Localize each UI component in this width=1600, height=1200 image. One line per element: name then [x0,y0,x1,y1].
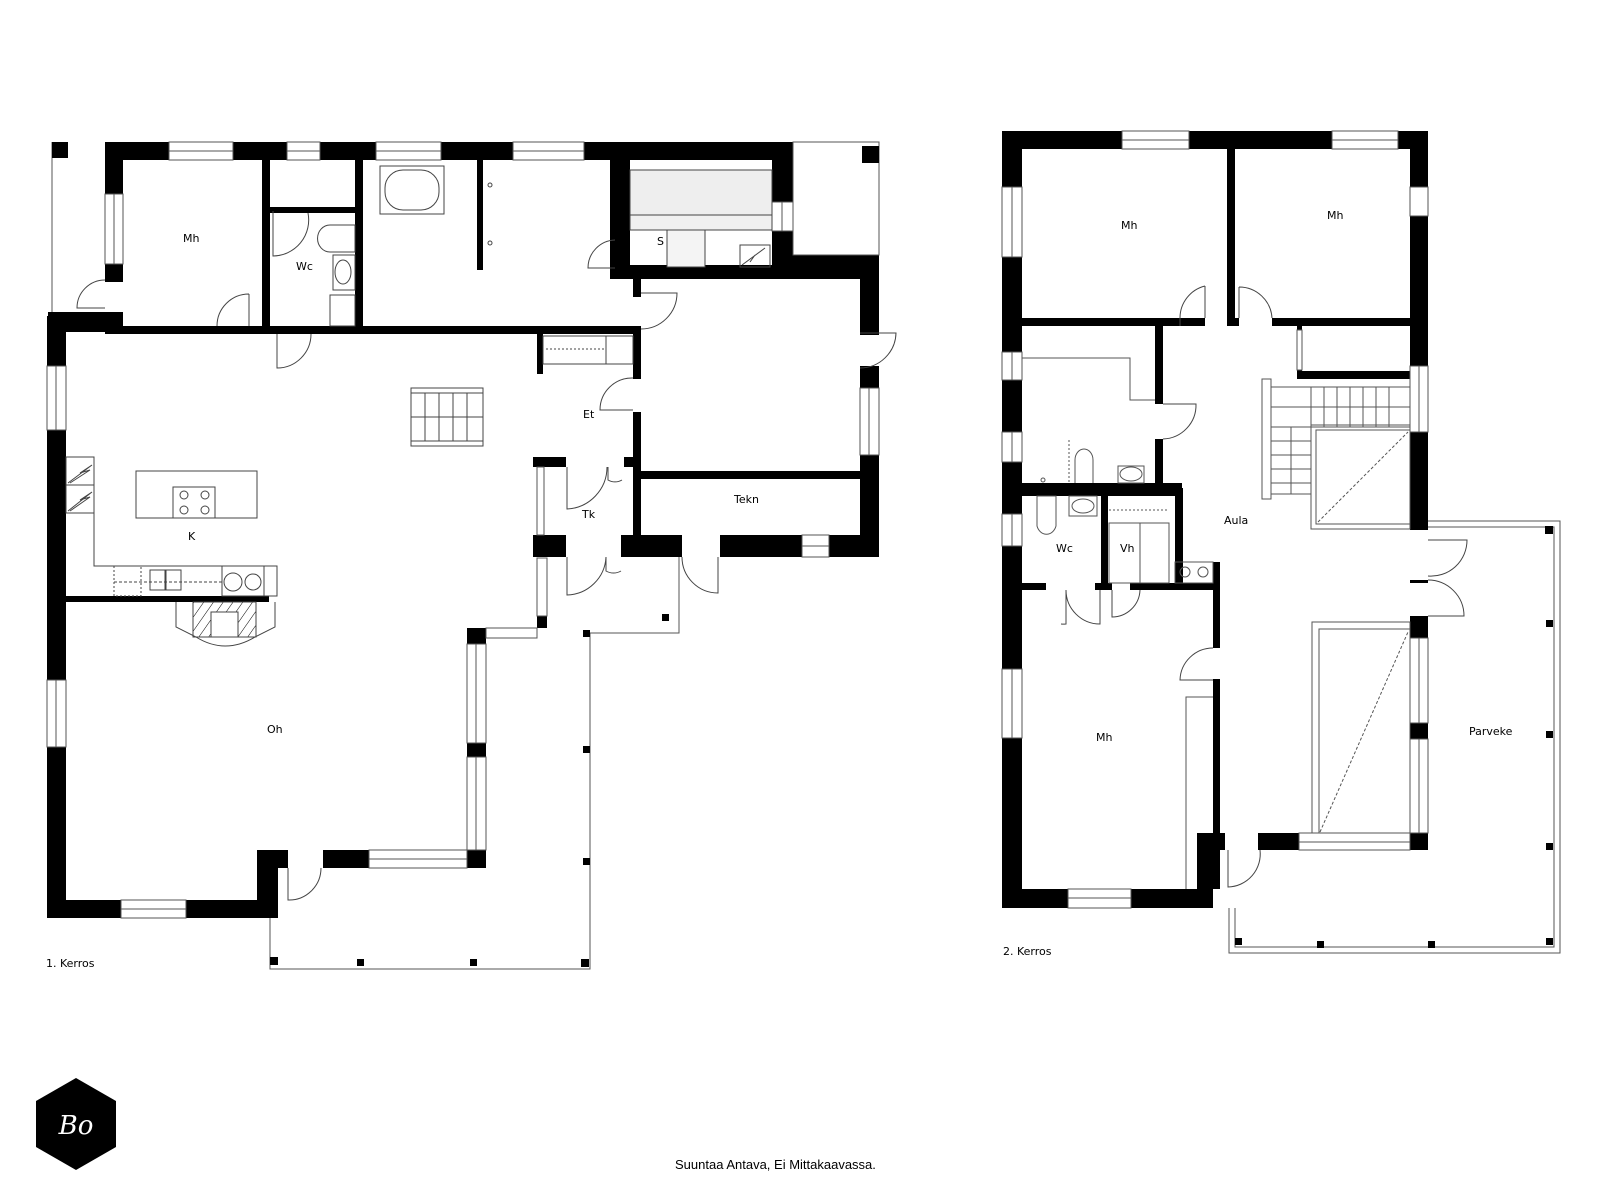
room-label-mh-1: Mh [1121,219,1137,232]
doors-floor-1 [76,211,897,901]
balcony-floor-2 [1228,520,1561,954]
floor-1-label: 1. Kerros [46,957,95,970]
fixtures-floor-2 [1022,357,1411,889]
room-label-aula: Aula [1224,514,1248,527]
porch-left [51,142,105,317]
terrace-floor-1 [269,557,680,970]
walls-floor-2 [1002,131,1428,908]
brand-logo: Bo [36,1078,116,1170]
walls-floor-1 [47,142,879,918]
room-label-mh-2: Mh [1327,209,1343,222]
room-label-mh: Mh [183,232,199,245]
room-label-vh: Vh [1120,542,1135,555]
room-label-parveke: Parveke [1469,725,1513,738]
floor-2-plan: Mh Mh Wc Vh Aula Mh Parveke 2. Kerros [1001,130,1561,958]
room-label-mh-3: Mh [1096,731,1112,744]
logo-text: Bo [58,1111,94,1141]
room-label-s: S [657,235,664,248]
room-label-oh: Oh [267,723,283,736]
floor-1-plan: Mh Wc S Et K Tk Tekn Oh 1. Kerros [46,141,897,970]
room-label-wc: Wc [296,260,313,273]
floor-2-label: 2. Kerros [1003,945,1052,958]
room-label-et: Et [583,408,595,421]
windows-floor-2 [1001,130,1429,909]
terrace-top-right [792,141,880,256]
windows-floor-1 [46,141,880,919]
room-label-tekn: Tekn [733,493,759,506]
room-label-k: K [188,530,196,543]
doors-floor-2 [1060,285,1468,888]
room-label-tk: Tk [581,508,596,521]
room-label-wc: Wc [1056,542,1073,555]
disclaimer-text: Suuntaa Antava, Ei Mittakaavassa. [675,1157,876,1172]
fixtures-floor-1 [65,165,773,647]
hexagon-logo-icon: Bo [36,1078,116,1170]
